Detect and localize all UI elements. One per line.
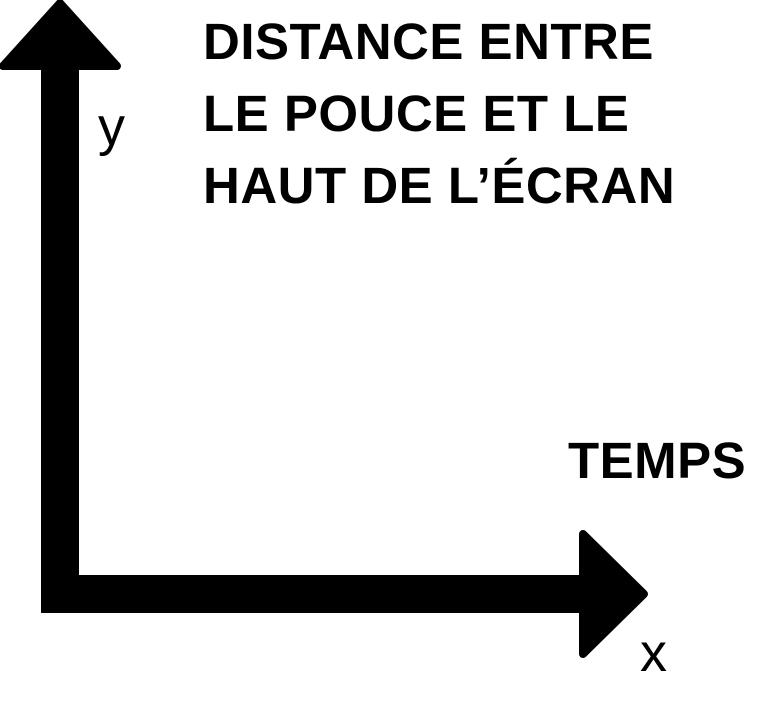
x-axis-arrowhead (579, 530, 648, 658)
x-axis-letter: x (640, 623, 667, 683)
y-axis-caption: DISTANCE ENTRE LE POUCE ET LE HAUT DE L’… (203, 6, 763, 222)
y-axis-caption-line: HAUT DE L’ÉCRAN (203, 157, 676, 214)
y-axis-arrowhead (0, 0, 121, 70)
axis-lines (41, 40, 600, 613)
y-axis-letter: y (98, 97, 125, 157)
y-axis-caption-line: LE POUCE ET LE (203, 85, 630, 142)
x-axis-caption: TEMPS (568, 432, 747, 489)
y-axis-caption-line: DISTANCE ENTRE (203, 13, 654, 70)
